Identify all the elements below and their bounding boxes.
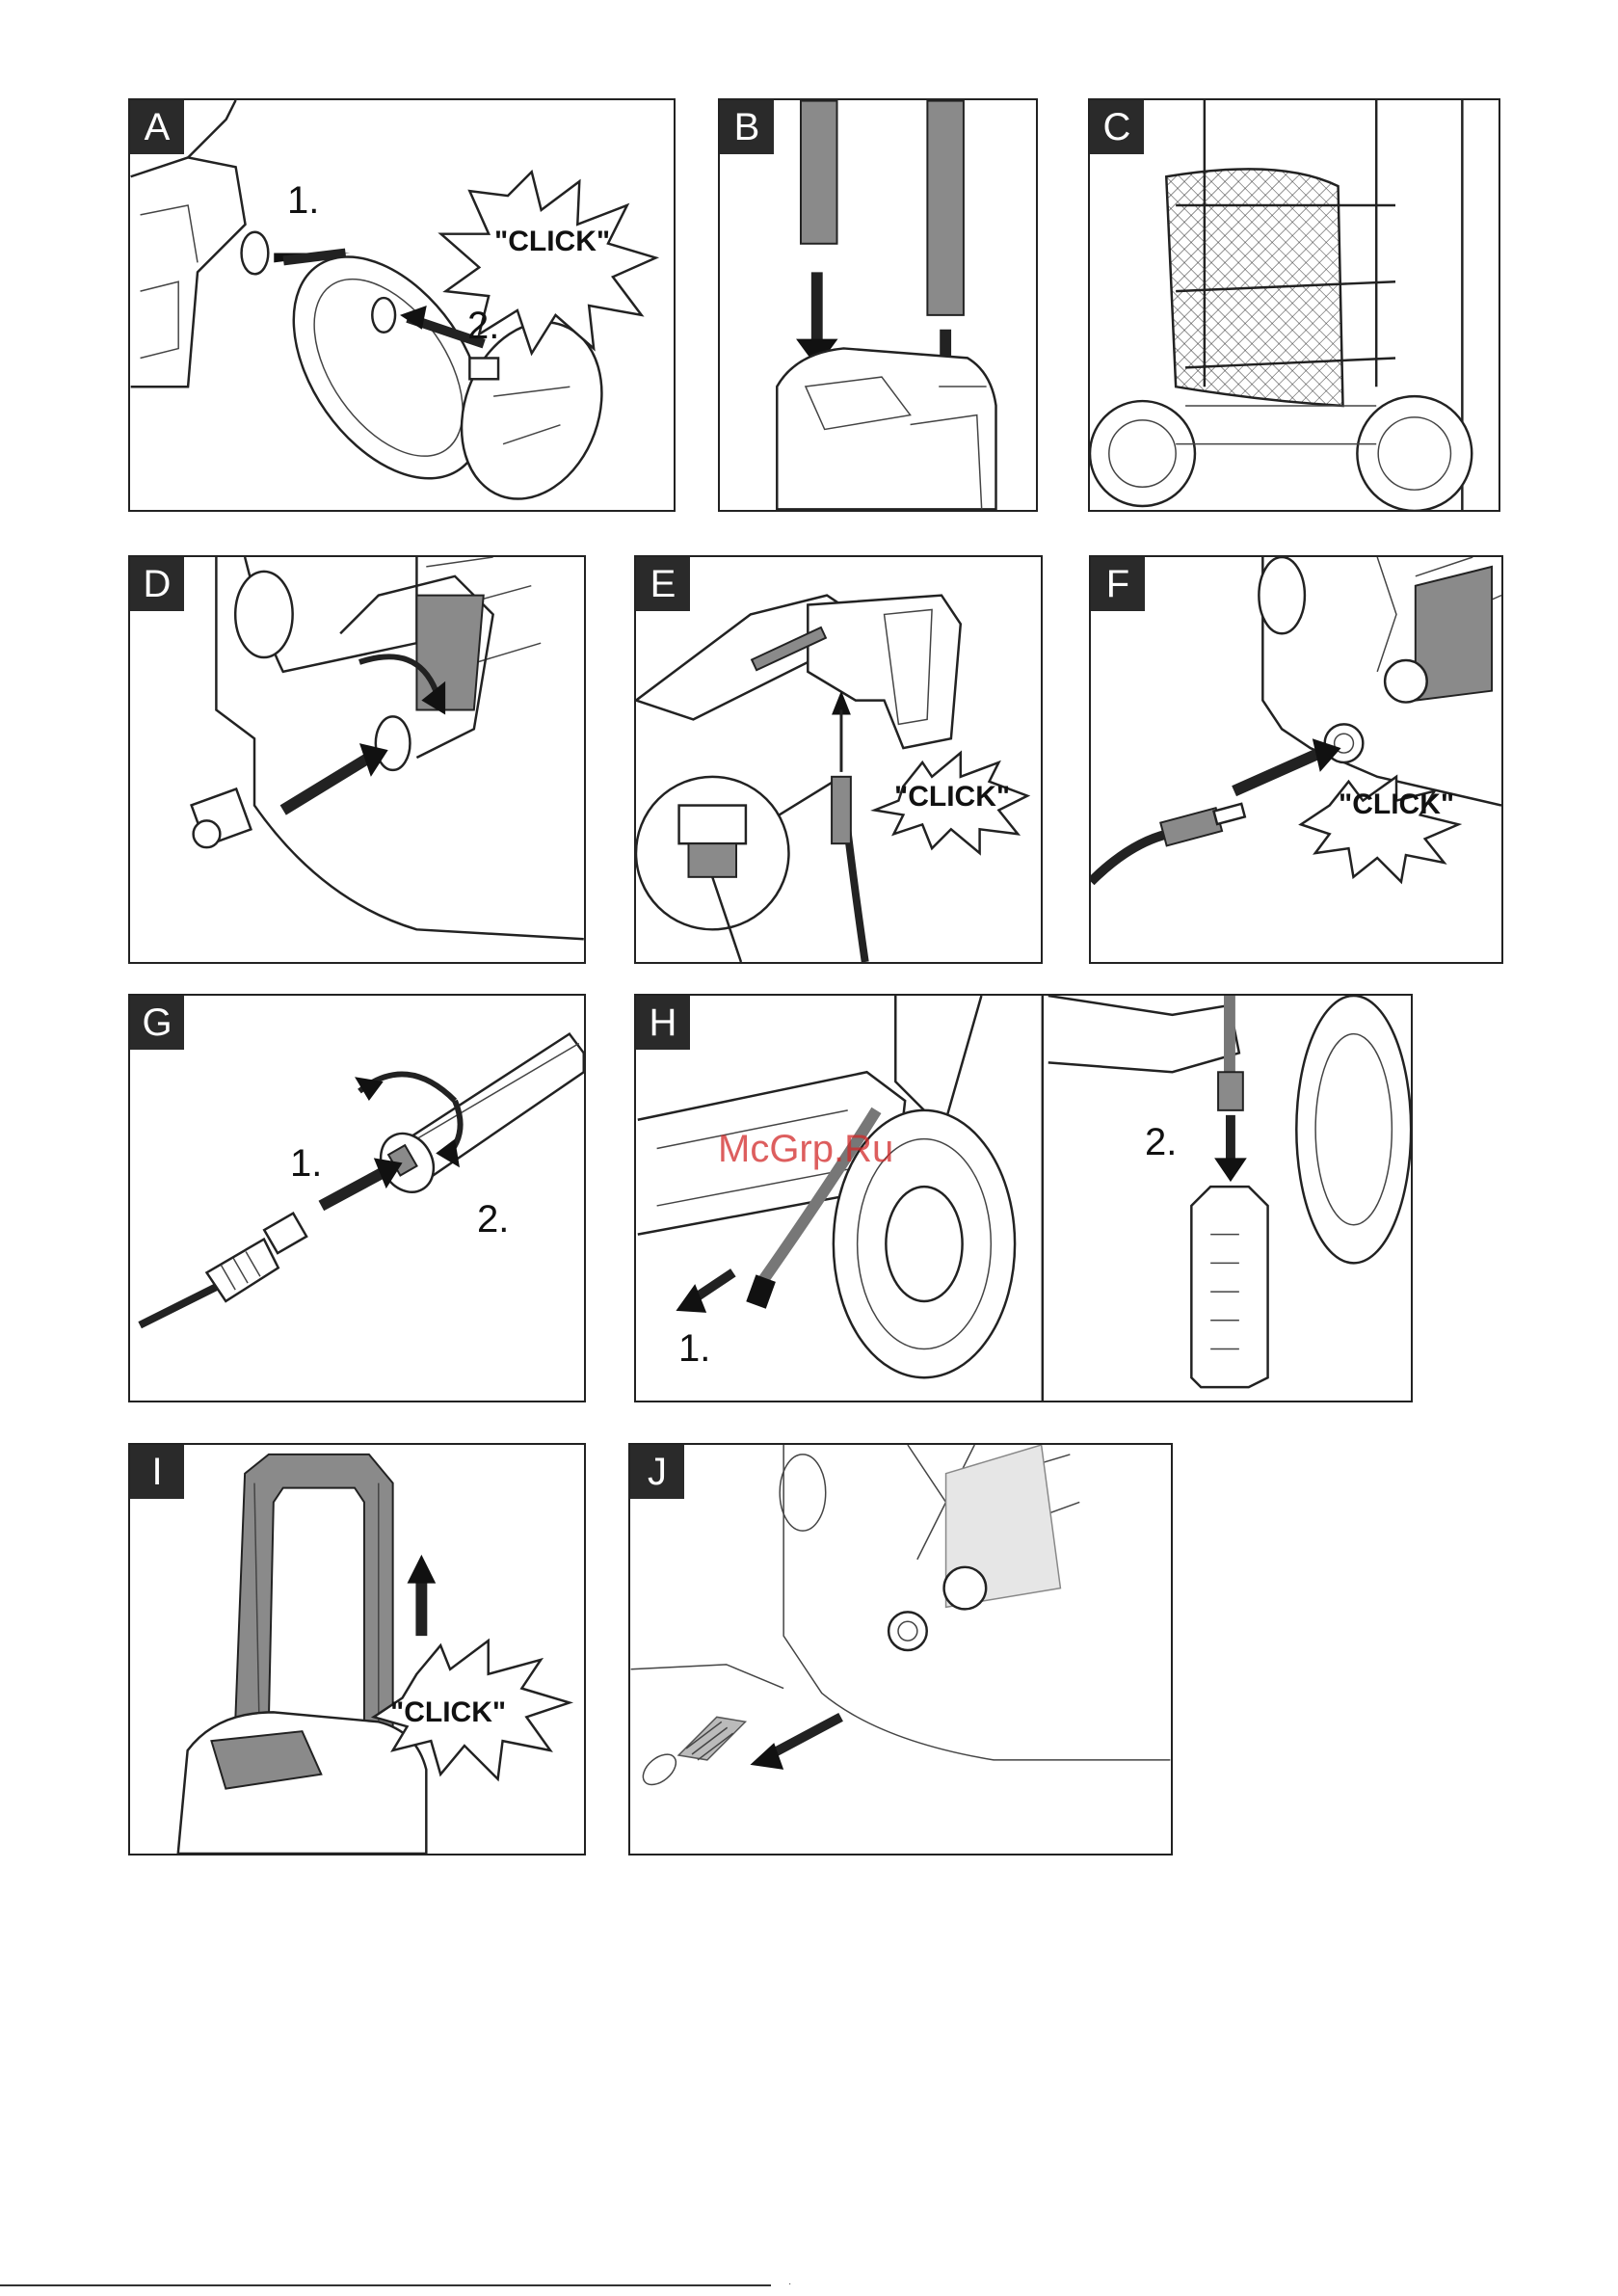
- panel-b: B: [718, 98, 1038, 512]
- step-2-label: 2.: [1145, 1121, 1177, 1164]
- panel-label: E: [636, 557, 690, 611]
- panel-label: D: [130, 557, 184, 611]
- panel-label: J: [630, 1445, 684, 1499]
- water-connection-illustration: [130, 557, 584, 962]
- panel-c: C: [1088, 98, 1500, 512]
- water-filter-illustration: [630, 1445, 1171, 1854]
- panel-label: I: [130, 1445, 184, 1499]
- panel-label: B: [720, 100, 774, 154]
- footer-mark: ·: [788, 2279, 791, 2289]
- panel-a: A 1. 2. "CLICK": [128, 98, 676, 512]
- lance-attach-illustration: [130, 996, 584, 1401]
- handle-insert-illustration: [720, 100, 1036, 510]
- gun-hose-illustration: [636, 557, 1041, 962]
- panel-d: D: [128, 555, 586, 964]
- accessory-bag-illustration: [1090, 100, 1499, 510]
- wheel-mount-illustration: [130, 100, 674, 510]
- step-1-label: 1.: [290, 1142, 322, 1186]
- click-callout: "CLICK": [894, 781, 1010, 814]
- panel-f: F "CLICK": [1089, 555, 1503, 964]
- panel-label: G: [130, 996, 184, 1050]
- watermark: McGrp.Ru: [718, 1128, 893, 1171]
- step-2-label: 2.: [477, 1198, 509, 1241]
- handle-extend-illustration: [130, 1445, 584, 1854]
- step-1-label: 1.: [287, 179, 319, 223]
- panel-label: A: [130, 100, 184, 154]
- panel-j: J: [628, 1443, 1173, 1855]
- detergent-hose-illustration: [636, 996, 1411, 1401]
- panel-i: I "CLICK": [128, 1443, 586, 1855]
- panel-h: H 1. 2.: [634, 994, 1413, 1402]
- click-callout: "CLICK": [494, 226, 610, 258]
- hose-connection-illustration: [1091, 557, 1501, 962]
- panel-label: C: [1090, 100, 1144, 154]
- step-2-label: 2.: [467, 305, 499, 348]
- footer-rule: [0, 2284, 771, 2286]
- panel-g: G 1. 2.: [128, 994, 586, 1402]
- click-callout: "CLICK": [390, 1696, 506, 1729]
- panel-label: F: [1091, 557, 1145, 611]
- step-1-label: 1.: [678, 1327, 710, 1371]
- panel-e: E "CLICK": [634, 555, 1043, 964]
- panel-label: H: [636, 996, 690, 1050]
- click-callout: "CLICK": [1339, 788, 1454, 821]
